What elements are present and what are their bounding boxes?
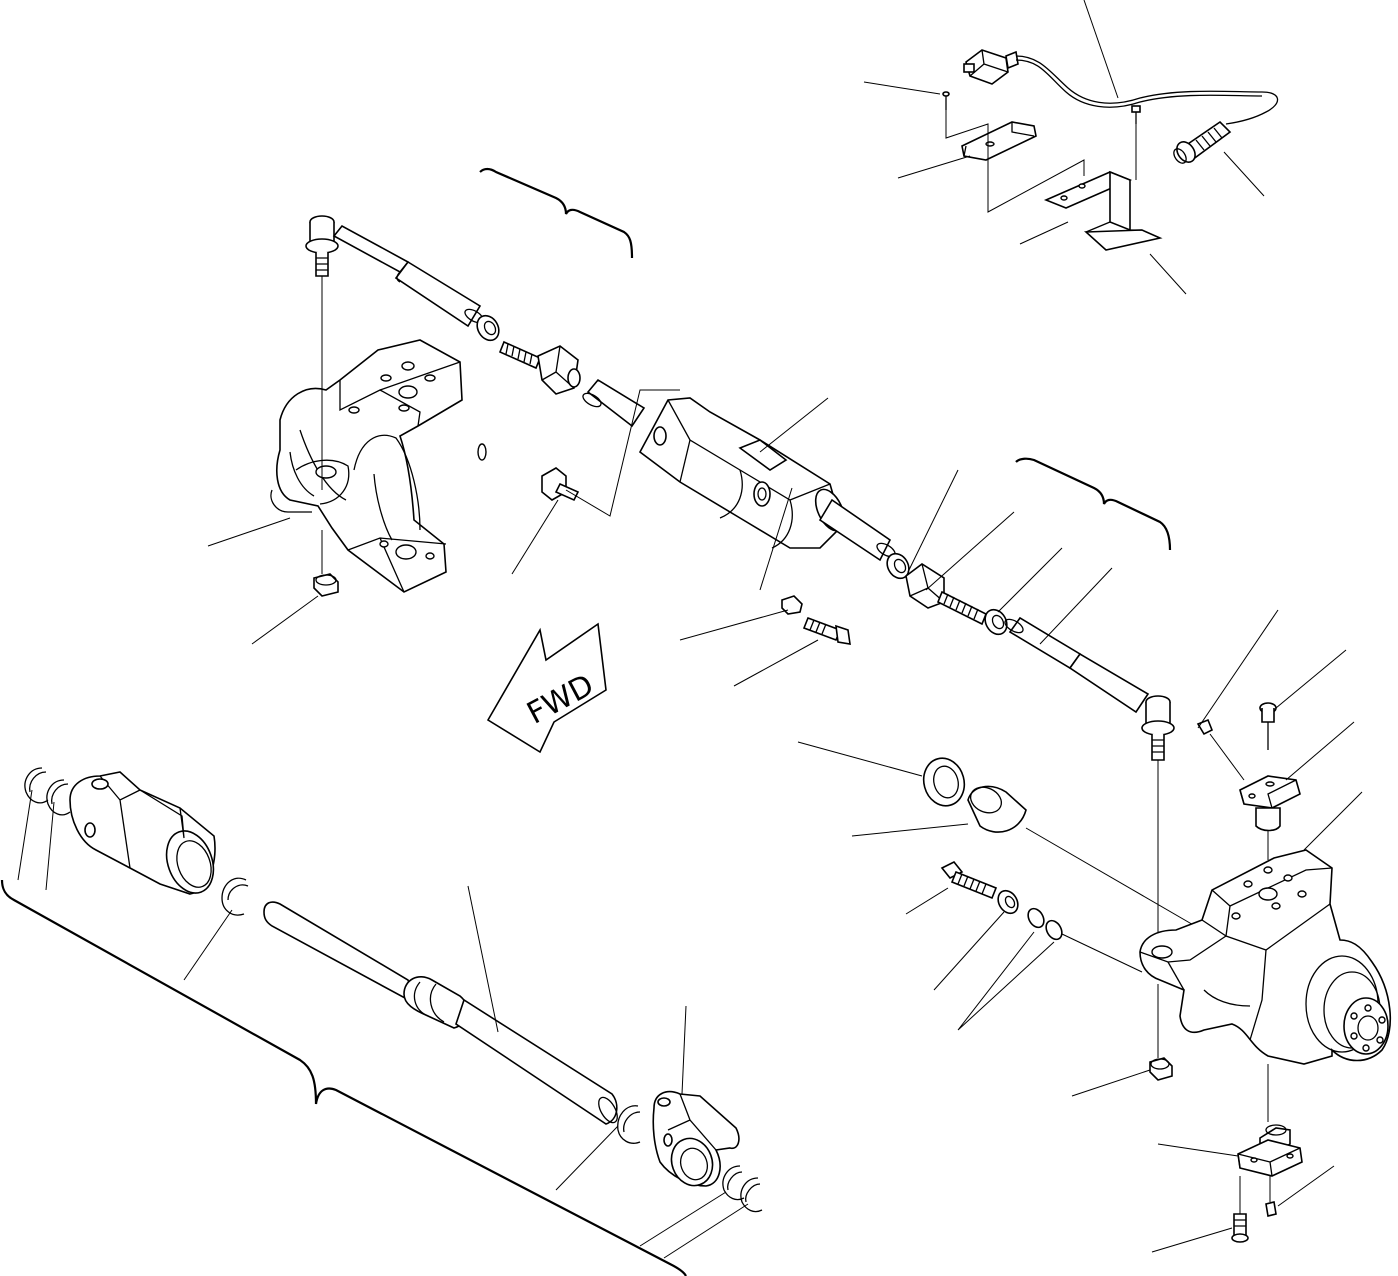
left-nut — [313, 573, 339, 597]
left-rod-end — [498, 340, 581, 395]
cylinder-bolt-1 — [541, 467, 580, 502]
yoke-left — [69, 771, 216, 895]
snap-ring-right-1 — [722, 1165, 745, 1201]
left-tie-rod — [332, 224, 484, 328]
tiny-screw-1 — [942, 91, 950, 110]
drive-shaft — [263, 901, 618, 1125]
speed-sensor — [1173, 120, 1232, 164]
sensor-cable — [1015, 55, 1279, 125]
fwd-arrow-icon: FWD — [486, 622, 607, 754]
bushing — [967, 785, 1027, 833]
lower-grease-fitting — [1265, 1176, 1277, 1217]
right-kingpin-bolt — [1141, 695, 1175, 1058]
knuckle-pin-2 — [1045, 919, 1063, 941]
brace-upper-right — [1015, 457, 1172, 551]
upper-cap-bolt — [1259, 702, 1277, 750]
brace-upper-left — [479, 167, 634, 259]
sensor-assembly — [863, 0, 1279, 295]
cylinder-bolt-2 — [802, 616, 851, 645]
knuckle-pin-1 — [1027, 907, 1045, 929]
upper-kingpin-cap — [1239, 775, 1301, 832]
left-kingpin-bolt — [305, 215, 339, 574]
right-washer-2 — [984, 608, 1008, 636]
l-bracket — [1043, 170, 1163, 251]
knuckle-washer — [997, 889, 1019, 915]
yoke-right — [652, 1090, 740, 1187]
cylinder-rod-left — [582, 378, 646, 428]
seal-ring — [922, 757, 966, 807]
steering-cylinder — [638, 397, 846, 549]
brace-lower — [0, 879, 687, 1276]
right-tie-rod — [1004, 616, 1150, 714]
snap-ring-right-2 — [740, 1177, 763, 1213]
lower-cap-bolt — [1231, 1176, 1249, 1243]
right-rod-end — [905, 563, 988, 626]
knuckle-bolt — [940, 860, 998, 900]
snap-ring-right-center — [617, 1105, 641, 1144]
right-washer-1 — [886, 552, 910, 580]
left-steering-knuckle — [270, 339, 487, 593]
left-washer — [476, 314, 500, 342]
right-nut — [1149, 1057, 1173, 1081]
right-steering-knuckle — [1139, 849, 1392, 1065]
upper-grease-fitting — [1196, 718, 1214, 736]
snap-ring-left-2 — [46, 779, 71, 816]
small-bracket — [961, 121, 1037, 161]
tiny-screw-2 — [1131, 105, 1141, 124]
cylinder-grease-fitting — [781, 595, 803, 615]
sensor-connector — [963, 49, 1019, 85]
snap-ring-center — [221, 877, 249, 916]
snap-ring-left-1 — [24, 767, 49, 804]
lower-kingpin-cap — [1237, 1124, 1303, 1177]
